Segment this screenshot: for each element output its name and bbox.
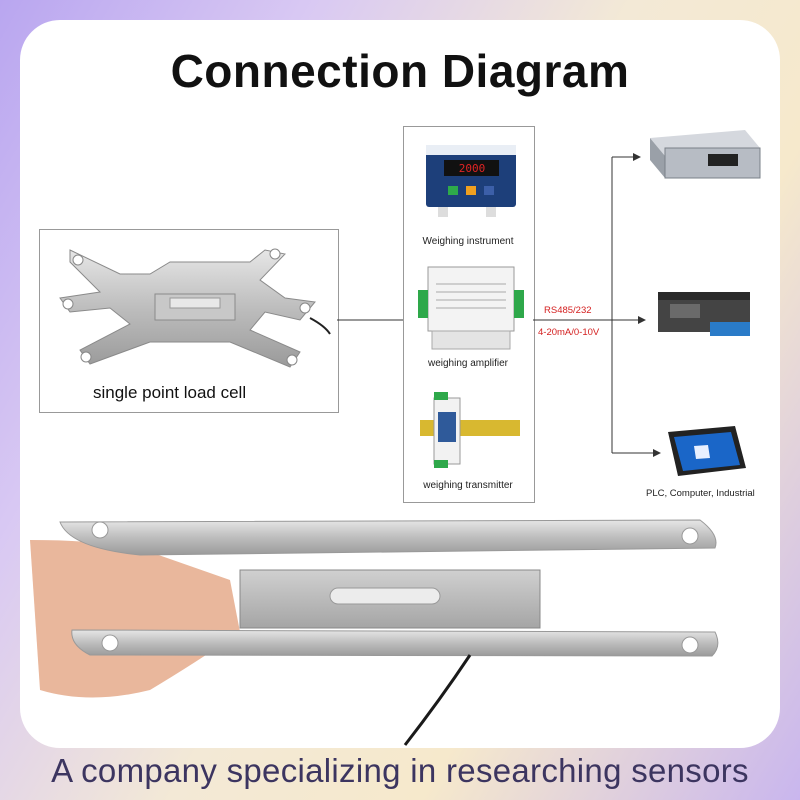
load-cell-image: [59, 248, 331, 368]
weighing-transmitter-label: weighing transmitter: [423, 480, 513, 491]
tablet-image: [668, 426, 746, 476]
signal-analog-label: 4-20mA/0-10V: [538, 327, 600, 338]
hand-held-load-cell-photo: [30, 519, 719, 746]
weighing-instrument-image: [426, 145, 516, 217]
weighing-transmitter-image: [420, 392, 520, 468]
page-title: Connection Diagram: [170, 45, 630, 97]
industrial-pc-image: [650, 130, 761, 179]
instrument-display: 2000: [459, 162, 486, 175]
load-cell-label: single point load cell: [93, 383, 247, 402]
weighing-instrument-label: Weighing instrument: [422, 236, 514, 247]
weighing-amplifier-image: [418, 266, 524, 350]
weighing-amplifier-label: weighing amplifier: [427, 358, 509, 369]
outputs-label: PLC, Computer, Industrial: [646, 488, 755, 499]
signal-digital-label: RS485/232: [544, 305, 592, 316]
plc-image: [658, 292, 750, 336]
connector-lines: [337, 153, 661, 457]
footer-tagline: A company specializing in researching se…: [51, 752, 749, 789]
